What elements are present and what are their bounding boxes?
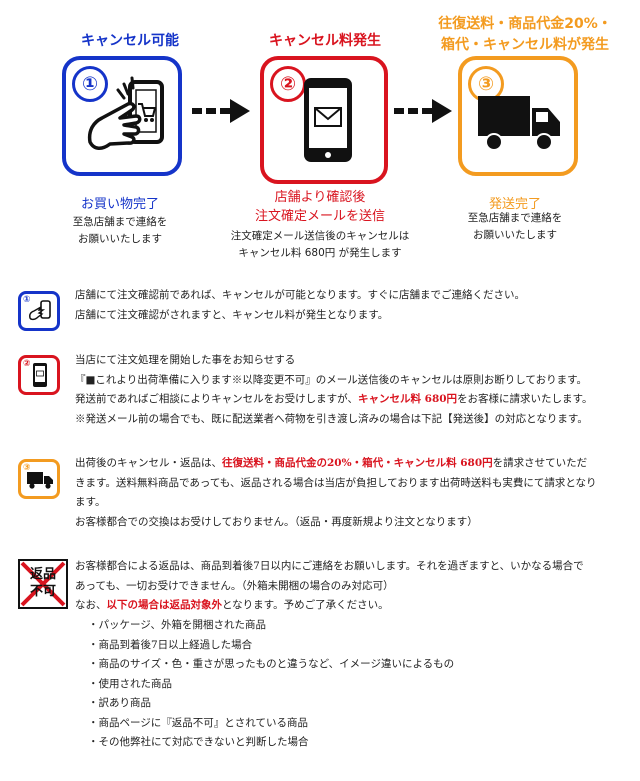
section2-line: 当店にて注文処理を開始した事をお知らせする — [75, 354, 296, 366]
step3-status: 発送完了 — [488, 197, 541, 212]
hand-phone-cart-icon — [87, 76, 164, 150]
step1-number: ① — [72, 66, 108, 102]
list-item: ・訳あり商品 — [88, 697, 151, 709]
step3-desc: 至急店舗まで連絡を お願いいたします — [440, 210, 590, 244]
section3-icon-box: ③ — [18, 459, 60, 499]
step2-badge: ② — [260, 56, 388, 184]
step1-desc: 至急店舗まで連絡を お願いいたします — [45, 214, 195, 248]
step1-title: キャンセル可能 — [81, 33, 179, 49]
step3-title-line: 往復送料・商品代金20%・ — [438, 16, 612, 32]
step2-status-line: 注文確定メールを送信 — [254, 209, 385, 224]
hand-phone-cart-icon — [29, 300, 51, 321]
arrow-right-icon — [394, 99, 452, 123]
non-returnable-list: ・パッケージ、外箱を開梱された商品 ・商品到着後7日以上経過した場合 ・商品のサ… — [88, 616, 628, 753]
step1-badge: ① — [62, 56, 182, 176]
list-item: ・商品到着後7日以上経過した場合 — [88, 638, 253, 651]
list-item: ・その他弊社にて対応できないと判断した場合 — [88, 736, 309, 748]
phone-mail-icon — [304, 78, 352, 162]
list-item: ・使用された商品 — [88, 677, 172, 690]
section1-icon-box: ① — [18, 291, 60, 331]
step1-desc-line: お願いいたします — [78, 233, 162, 245]
no-returns-label-line: 返品 — [29, 567, 56, 582]
section4-line: あっても、一切お受けできません。（外箱未開梱の場合のみ対応可） — [75, 579, 394, 592]
section1-number: ① — [23, 295, 31, 305]
step2-desc-line: キャンセル料 680円 が発生します — [238, 247, 402, 259]
return-fee-highlight: 往復送料・商品代金の20%・箱代・キャンセル料 680円 — [222, 457, 493, 469]
section2-text-span: 発送前であればご相談によりキャンセルをお受けしますが、 — [75, 393, 358, 405]
step2-status-line: 店舗より確認後 — [274, 190, 366, 205]
no-returns-label: 返品 不可 — [20, 566, 66, 600]
list-item: ・パッケージ、外箱を開梱された商品 — [88, 619, 266, 631]
step1-status: お買い物完了 — [80, 197, 159, 212]
step2-status: 店舗より確認後 注文確定メールを送信 — [225, 188, 415, 226]
non-returnable-highlight: 以下の場合は返品対象外 — [106, 599, 223, 611]
no-returns-badge: 返品 不可 — [18, 559, 68, 609]
step1-desc-line: 至急店舗まで連絡を — [72, 216, 168, 228]
section2-number: ② — [23, 359, 31, 369]
arrow-right-icon — [192, 99, 250, 123]
cross-icon — [20, 561, 66, 607]
section4-line: お客様都合による返品は、商品到着後7日以内にご連絡をお願いします。それを過ぎます… — [75, 560, 584, 572]
section2-line: ※発送メール前の場合でも、既に配送業者へ荷物を引き渡し済みの場合は下記【発送後】… — [75, 412, 588, 425]
no-returns-label-line: 不可 — [29, 584, 56, 599]
step3-desc-line: 至急店舗まで連絡を — [467, 212, 563, 224]
cancel-fee-highlight: キャンセル料 680円 — [357, 393, 458, 405]
section3-line: 出荷後のキャンセル・返品は、往復送料・商品代金の20%・箱代・キャンセル料 68… — [75, 454, 635, 474]
section1-text: 店舗にて注文確認前であれば、キャンセルが可能となります。すぐに店舗までご連絡くだ… — [75, 286, 625, 325]
step3-desc-line: お願いいたします — [473, 229, 557, 241]
step3-title: 往復送料・商品代金20%・ 箱代・キャンセル料が発生 — [425, 14, 625, 56]
step3-title-line: 箱代・キャンセル料が発生 — [441, 37, 609, 53]
step3-badge: ③ — [458, 56, 578, 176]
step2-desc: 注文確定メール送信後のキャンセルは キャンセル料 680円 が発生します — [215, 228, 425, 262]
section4-text-span: となります。予めご了承ください。 — [222, 599, 389, 611]
section3-text-span: を請求させていただ — [492, 457, 588, 469]
step2-desc-line: 注文確定メール送信後のキャンセルは — [230, 230, 410, 242]
section4-text: お客様都合による返品は、商品到着後7日以内にご連絡をお願いします。それを過ぎます… — [75, 557, 635, 616]
section4-line: なお、以下の場合は返品対象外となります。予めご了承ください。 — [75, 596, 635, 616]
list-item: ・商品ページに『返品不可』とされている商品 — [88, 716, 308, 729]
list-item: ・商品のサイズ・色・重さが思ったものと違うなど、イメージ違いによるもの — [88, 658, 455, 670]
section3-line: きます。送料無料商品であっても、返品される場合は当店が負担しております出荷時送料… — [75, 476, 597, 489]
step2-title: キャンセル料発生 — [269, 33, 381, 49]
section3-line: ます。 — [75, 496, 106, 508]
section2-icon-box: ② — [18, 355, 60, 395]
truck-icon — [478, 96, 560, 151]
section3-number: ③ — [23, 463, 31, 473]
section3-line: お客様都合での交換はお受けしておりません。（返品・再度新規より注文となります） — [75, 515, 478, 528]
section2-line: 発送前であればご相談によりキャンセルをお受けしますが、キャンセル料 680円をお… — [75, 390, 635, 410]
section2-text-span: をお客様に請求いたします。 — [457, 393, 593, 405]
section1-line: 店舗にて注文確認前であれば、キャンセルが可能となります。すぐに店舗までご連絡くだ… — [75, 289, 526, 301]
section2-text: 当店にて注文処理を開始した事をお知らせする 『■これより出荷準備に入ります※以降… — [75, 351, 635, 429]
section3-text: 出荷後のキャンセル・返品は、往復送料・商品代金の20%・箱代・キャンセル料 68… — [75, 454, 635, 532]
truck-icon — [27, 472, 53, 489]
section2-line: 『■これより出荷準備に入ります※以降変更不可』のメール送信後のキャンセルは原則お… — [75, 373, 588, 386]
phone-mail-icon — [33, 363, 47, 387]
section1-line: 店舗にて注文確認がされますと、キャンセル料が発生となります。 — [75, 308, 389, 321]
section4-text-span: なお、 — [75, 599, 107, 611]
section3-text-span: 出荷後のキャンセル・返品は、 — [75, 457, 222, 469]
